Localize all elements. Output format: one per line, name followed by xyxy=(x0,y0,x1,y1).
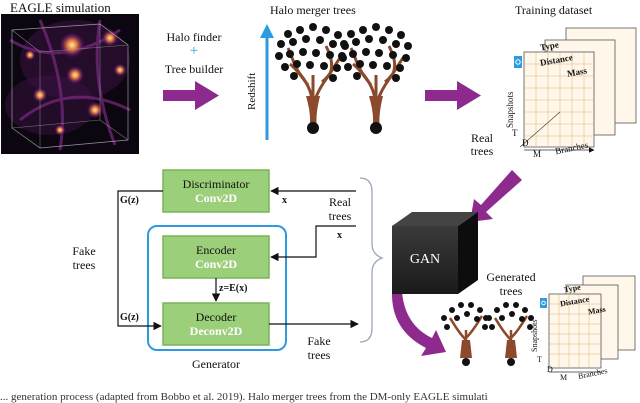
axis-m-label-top: M xyxy=(533,149,542,159)
flow-arrow-eagle-to-trees xyxy=(163,81,219,110)
axis-m-label-bottom: M xyxy=(560,373,568,382)
real-trees-right-line2: trees xyxy=(470,144,494,158)
fake-trees-bottom-line1: Fake xyxy=(307,334,331,348)
gz-top-label: G(z) xyxy=(120,195,139,206)
real-trees-right-line1: Real xyxy=(471,131,493,145)
merger-tree-2 xyxy=(338,23,412,134)
decoder-label: Decoder Deconv2D xyxy=(163,310,269,339)
generated-merger-trees xyxy=(441,302,534,366)
plus-sign: + xyxy=(189,43,199,59)
snapshots-label-top: Snapshots xyxy=(505,91,515,128)
generated-trees-line1: Generated xyxy=(486,270,536,284)
fake-trees-bottom-line2: trees xyxy=(307,348,331,362)
encoder-op: Conv2D xyxy=(194,256,237,271)
axis-t-label-top: T xyxy=(512,128,518,138)
encoder-name: Encoder xyxy=(196,243,236,257)
discriminator-box[interactable] xyxy=(162,169,270,213)
halo-finder-label: Halo finder xyxy=(166,30,222,44)
merger-tree-1 xyxy=(275,23,349,134)
training-dataset-title: Training dataset xyxy=(515,3,593,17)
axis-d-label-top: D xyxy=(522,138,529,148)
real-trees-mid-line1: Real xyxy=(329,195,351,209)
discriminator-name: Discriminator xyxy=(182,177,250,191)
discriminator-op: Conv2D xyxy=(194,190,237,205)
flow-arrow-dataset-to-gan xyxy=(470,170,522,222)
discriminator-label: Discriminator Conv2D xyxy=(163,177,269,206)
decoder-name: Decoder xyxy=(195,310,237,324)
fake-trees-left-line2: trees xyxy=(72,258,96,272)
fake-trees-left-line1: Fake xyxy=(72,244,96,258)
encoder-box[interactable] xyxy=(162,235,270,279)
decoder-box[interactable] xyxy=(162,302,270,346)
generated-trees-line2: trees xyxy=(499,284,523,298)
gan-cube xyxy=(392,212,478,294)
connector-arrows xyxy=(117,186,359,331)
latent-label: z=E(x) xyxy=(219,283,248,294)
gan-brace xyxy=(359,177,384,343)
generated-dataset-stack xyxy=(540,275,636,373)
redshift-arrow xyxy=(260,24,274,140)
axis-t-label-bottom: T xyxy=(537,355,542,364)
redshift-label: Redshift xyxy=(246,72,258,110)
real-trees-mid-line2: trees xyxy=(328,209,352,223)
gan-label: GAN xyxy=(409,252,441,267)
x-mid-label: x xyxy=(337,230,342,241)
merger-trees-title: Halo merger trees xyxy=(270,3,356,17)
gz-bottom-label: G(z) xyxy=(120,312,139,323)
decoder-op: Deconv2D xyxy=(189,323,243,338)
flow-arrow-trees-to-dataset xyxy=(425,81,481,110)
eagle-simulation-image xyxy=(1,14,139,154)
eagle-simulation-title: EAGLE simulation xyxy=(10,0,111,15)
flow-arrow-gan-to-generated xyxy=(391,292,446,356)
generator-label: Generator xyxy=(192,357,240,371)
generator-container xyxy=(147,225,287,351)
training-dataset-stack xyxy=(514,27,637,153)
x-top-label: x xyxy=(282,195,287,206)
snapshots-label-bottom: Snapshots xyxy=(530,319,539,352)
tree-builder-label: Tree builder xyxy=(164,62,224,76)
encoder-label: Encoder Conv2D xyxy=(163,243,269,272)
axis-d-label-bottom: D xyxy=(547,365,553,374)
caption-fragment: ... generation process (adapted from Bob… xyxy=(0,392,488,403)
